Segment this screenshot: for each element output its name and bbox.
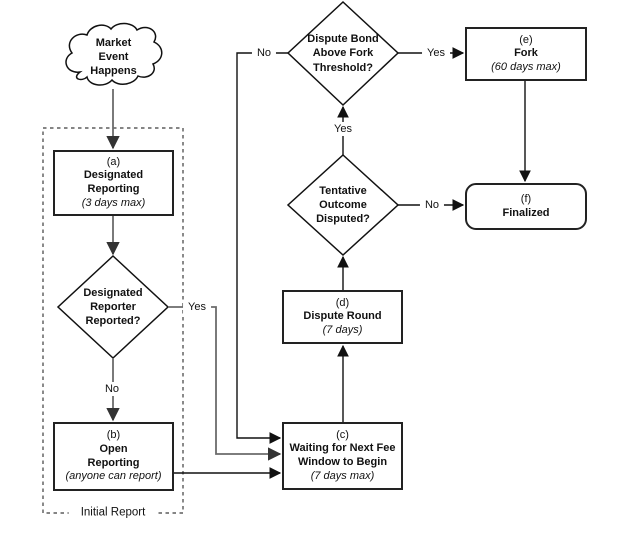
node-title-line: Reporting <box>87 183 140 195</box>
designated-reporter-reported-diamond-shape <box>56 254 170 360</box>
node-note: (60 days max) <box>491 60 561 73</box>
node-dispute-round: (d) Dispute Round (7 days) <box>282 290 403 344</box>
node-note: (anyone can report) <box>65 470 162 483</box>
node-designated-reporting: (a) Designated Reporting (3 days max) <box>53 150 174 216</box>
node-title-line: Fork <box>514 47 538 60</box>
edge-label-tentative-yes: Yes <box>329 122 357 136</box>
edge-label-bond-yes: Yes <box>422 46 450 60</box>
node-note: (7 days) <box>322 323 363 336</box>
node-title-line: Window to Begin <box>297 456 388 468</box>
node-note: (3 days max) <box>81 196 146 209</box>
node-title-line: Waiting for Next Fee <box>289 442 396 455</box>
node-prefix: (e) <box>519 33 533 46</box>
node-title-line: Finalized <box>502 206 550 219</box>
dispute-bond-diamond-shape <box>286 0 400 107</box>
edge-reported-yes-to-waiting <box>168 306 282 461</box>
tentative-outcome-diamond-shape <box>286 153 400 257</box>
market-event-cloud-shape <box>65 22 163 86</box>
node-title-line: Reporting <box>87 456 140 469</box>
node-prefix: (f) <box>520 192 532 205</box>
node-title-line: Open <box>99 442 128 455</box>
edge-bond-no-to-waiting <box>236 52 288 444</box>
node-note: (7 days max) <box>310 469 375 482</box>
edge-label-reporter-no: No <box>99 382 125 396</box>
node-prefix: (d) <box>335 296 350 309</box>
node-fork: (e) Fork (60 days max) <box>465 27 587 81</box>
edge-label-bond-no: No <box>251 46 277 60</box>
node-prefix: (c) <box>336 428 349 441</box>
node-title-line: Designated <box>83 169 144 182</box>
initial-report-group-label: Initial Report <box>68 505 158 521</box>
edge-label-tentative-no: No <box>419 198 445 212</box>
node-open-reporting: (b) Open Reporting (anyone can report) <box>53 422 174 491</box>
node-waiting-next-fee-window: (c) Waiting for Next Fee Window to Begin… <box>282 422 403 490</box>
node-finalized: (f) Finalized <box>465 183 587 230</box>
node-title-line: Dispute Round <box>303 310 382 323</box>
node-prefix: (b) <box>106 429 121 442</box>
node-prefix: (a) <box>106 155 121 168</box>
edge-label-reporter-yes: Yes <box>183 300 211 314</box>
